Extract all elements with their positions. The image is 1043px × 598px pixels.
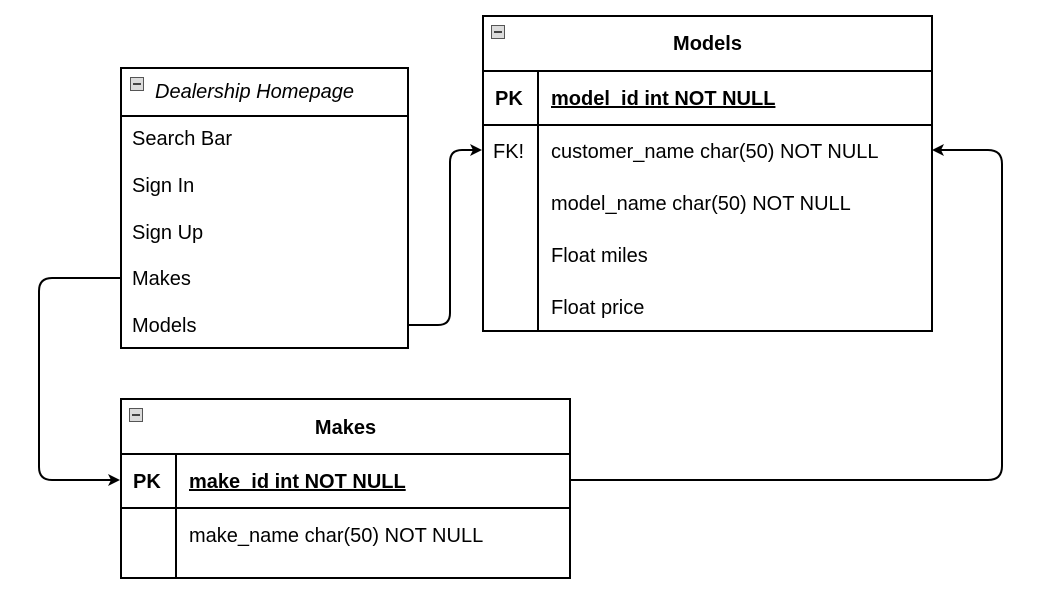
- models-pk-label: PK: [495, 88, 523, 110]
- homepage-title: Dealership Homepage: [155, 81, 355, 103]
- homepage-item-makes: Makes: [132, 268, 191, 290]
- homepage-item-sign-up: Sign Up: [132, 222, 204, 244]
- collapse-icon[interactable]: [129, 408, 143, 422]
- collapse-icon[interactable]: [491, 25, 505, 39]
- collapse-icon[interactable]: [130, 77, 144, 91]
- homepage-item-search-bar: Search Bar: [132, 128, 233, 150]
- models-header: Models: [484, 17, 931, 72]
- models-key-column-divider: [537, 70, 539, 330]
- makes-field-make-name: make_name char(50) NOT NULL: [189, 525, 484, 547]
- models-pk-field: model_id int NOT NULL: [551, 88, 776, 110]
- makes-header: Makes: [122, 400, 569, 455]
- models-pk-divider: [484, 124, 931, 126]
- homepage-item-models: Models: [132, 315, 197, 337]
- makes-key-column-divider: [175, 453, 177, 577]
- models-field-customer-name: customer_name char(50) NOT NULL: [551, 141, 879, 163]
- models-field-price: Float price: [551, 297, 645, 319]
- models-field-model-name: model_name char(50) NOT NULL: [551, 193, 851, 215]
- makes-pk-field: make_id int NOT NULL: [189, 471, 406, 493]
- dealership-homepage-entity: Dealership Homepage Search Bar Sign In S…: [120, 67, 409, 349]
- homepage-item-sign-in: Sign In: [132, 175, 195, 197]
- models-fk-label: FK!: [493, 141, 525, 163]
- models-title: Models: [673, 33, 742, 55]
- makes-pk-label: PK: [133, 471, 161, 493]
- models-entity: Models PK model_id int NOT NULL FK! cust…: [482, 15, 933, 332]
- makes-pk-divider: [122, 507, 569, 509]
- models-field-miles: Float miles: [551, 245, 648, 267]
- makes-entity: Makes PK make_id int NOT NULL make_name …: [120, 398, 571, 579]
- makes-title: Makes: [314, 417, 377, 439]
- connector-homepage-makes: [38, 277, 120, 486]
- homepage-header: Dealership Homepage: [122, 69, 407, 117]
- connector-homepage-models: [409, 144, 482, 326]
